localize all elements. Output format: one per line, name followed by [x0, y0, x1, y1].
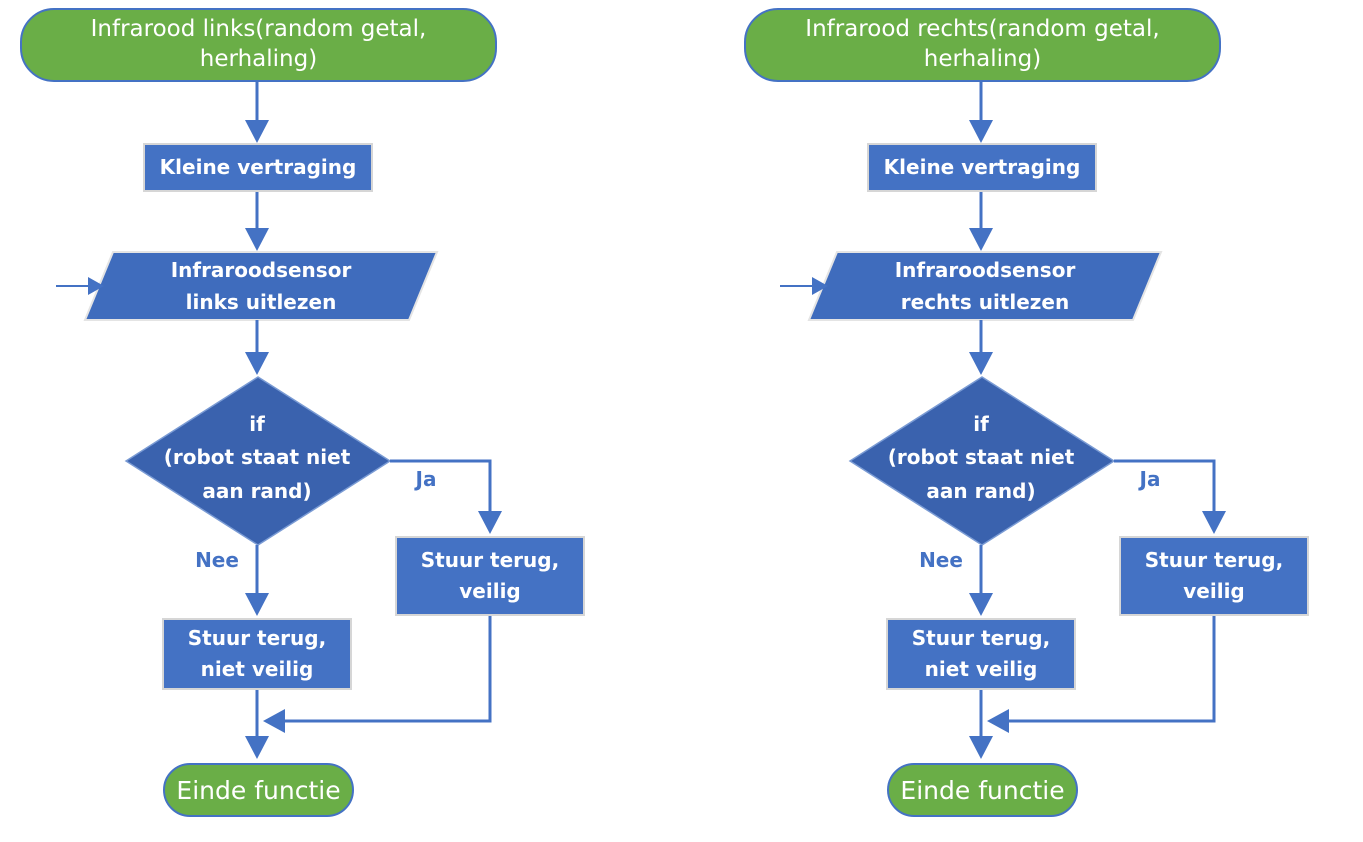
connector-line-ja: [390, 459, 492, 516]
process-stuur-terug-niet-veilig: Stuur terug, niet veilig: [886, 618, 1076, 690]
arrowhead-down-icon: [969, 593, 993, 616]
io-parallelogram-shape: [83, 251, 439, 321]
arrowhead-down-icon: [245, 593, 269, 616]
branch-label-ja: Ja: [1139, 467, 1161, 491]
arrowhead-left-icon: [263, 709, 285, 733]
process-kleine-vertraging: Kleine vertraging: [143, 143, 373, 192]
flowchart-infrarood-rechts: Infrarood rechts(random getal, herhaling…: [724, 0, 1363, 842]
arrowhead-down-icon: [1202, 511, 1226, 534]
process-stuur-terug-veilig: Stuur terug, veilig: [1119, 536, 1309, 616]
arrowhead-down-icon: [969, 736, 993, 759]
connectors-layer: [780, 82, 1226, 759]
process-stuur-terug-niet-veilig: Stuur terug, niet veilig: [162, 618, 352, 690]
connector-line-merge: [1009, 616, 1216, 723]
arrowhead-left-icon: [987, 709, 1009, 733]
connector-lines: [979, 82, 1216, 740]
end-terminator: Einde functie: [163, 763, 354, 817]
arrowhead-down-icon: [245, 120, 269, 143]
end-terminator: Einde functie: [887, 763, 1078, 817]
arrowhead-down-icon: [245, 352, 269, 375]
arrowhead-down-icon: [478, 511, 502, 534]
connector-line-merge: [285, 616, 492, 723]
arrowheads: [88, 120, 502, 759]
connectors-layer: [56, 82, 502, 759]
io-parallelogram-label: Infraroodsensor links uitlezen: [170, 258, 352, 314]
branch-label-nee: Nee: [919, 548, 963, 572]
connector-lines: [255, 82, 492, 740]
decision-diamond-label: if (robot staat niet aan rand): [163, 411, 351, 503]
arrowhead-down-icon: [969, 228, 993, 251]
start-terminator: Infrarood links(random getal, herhaling): [20, 8, 497, 82]
flowchart-infrarood-links: Infrarood links(random getal, herhaling)…: [0, 0, 640, 842]
decision-diamond-label: if (robot staat niet aan rand): [887, 411, 1075, 503]
arrowhead-down-icon: [245, 736, 269, 759]
io-parallelogram-label: Infraroodsensor rechts uitlezen: [894, 258, 1076, 314]
arrowhead-right-icon: [812, 277, 828, 295]
arrowhead-down-icon: [245, 228, 269, 251]
branch-label-ja: Ja: [415, 467, 437, 491]
arrowhead-right-icon: [88, 277, 104, 295]
io-parallelogram-shape: [807, 251, 1163, 321]
connector-line-ja: [1114, 459, 1216, 516]
process-kleine-vertraging: Kleine vertraging: [867, 143, 1097, 192]
process-stuur-terug-veilig: Stuur terug, veilig: [395, 536, 585, 616]
arrowheads: [812, 120, 1226, 759]
arrowhead-down-icon: [969, 120, 993, 143]
branch-label-nee: Nee: [195, 548, 239, 572]
start-terminator: Infrarood rechts(random getal, herhaling…: [744, 8, 1221, 82]
arrowhead-down-icon: [969, 352, 993, 375]
